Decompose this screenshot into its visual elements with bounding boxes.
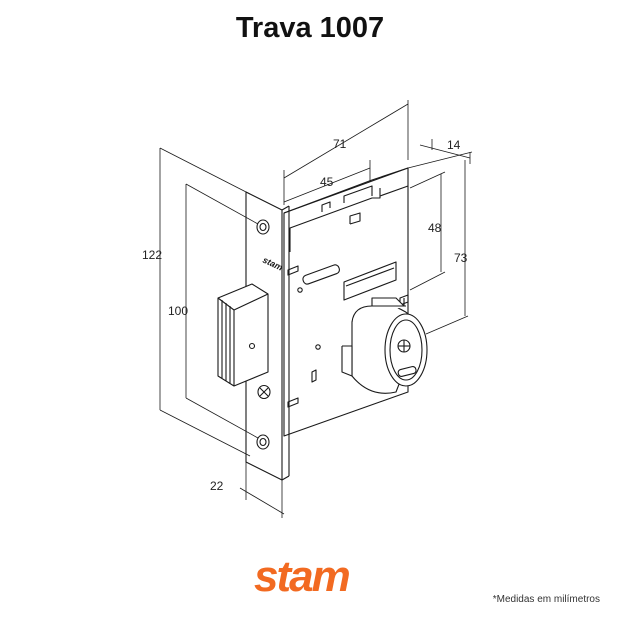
dim-label-73: 73 (454, 251, 468, 265)
case-top-edge (283, 167, 409, 214)
dim-label-100: 100 (168, 304, 188, 318)
dimension-14 (407, 139, 473, 169)
dim-label-71: 71 (333, 137, 347, 151)
screw-icon (257, 384, 271, 400)
dimension-122 (159, 147, 251, 457)
case-inner-line (379, 185, 409, 197)
dimension-73 (425, 160, 469, 335)
dim-label-22: 22 (210, 479, 224, 493)
dimension-48 (409, 171, 446, 291)
case-top-clip (349, 212, 361, 225)
case-top-tab-2 (343, 185, 373, 203)
case-slots (287, 261, 409, 408)
dim-label-45: 45 (320, 175, 334, 189)
dim-label-122: 122 (142, 248, 162, 262)
dim-label-14: 14 (447, 138, 461, 152)
units-footnote: *Medidas em milímetros (492, 594, 600, 605)
top-screw-hole (256, 219, 270, 235)
stam-logo: stam (254, 552, 351, 601)
dimension-45 (283, 160, 371, 203)
bottom-screw-hole (256, 434, 270, 450)
dimension-71 (283, 100, 409, 205)
case-top-tab (321, 201, 331, 212)
dimension-22 (239, 462, 285, 518)
page-title: Trava 1007 (235, 12, 385, 44)
case-inner-flange (289, 188, 381, 252)
dimension-100 (185, 183, 259, 439)
latch-bolt (217, 283, 269, 387)
lock-cylinder (341, 297, 428, 394)
dim-label-48: 48 (428, 221, 442, 235)
